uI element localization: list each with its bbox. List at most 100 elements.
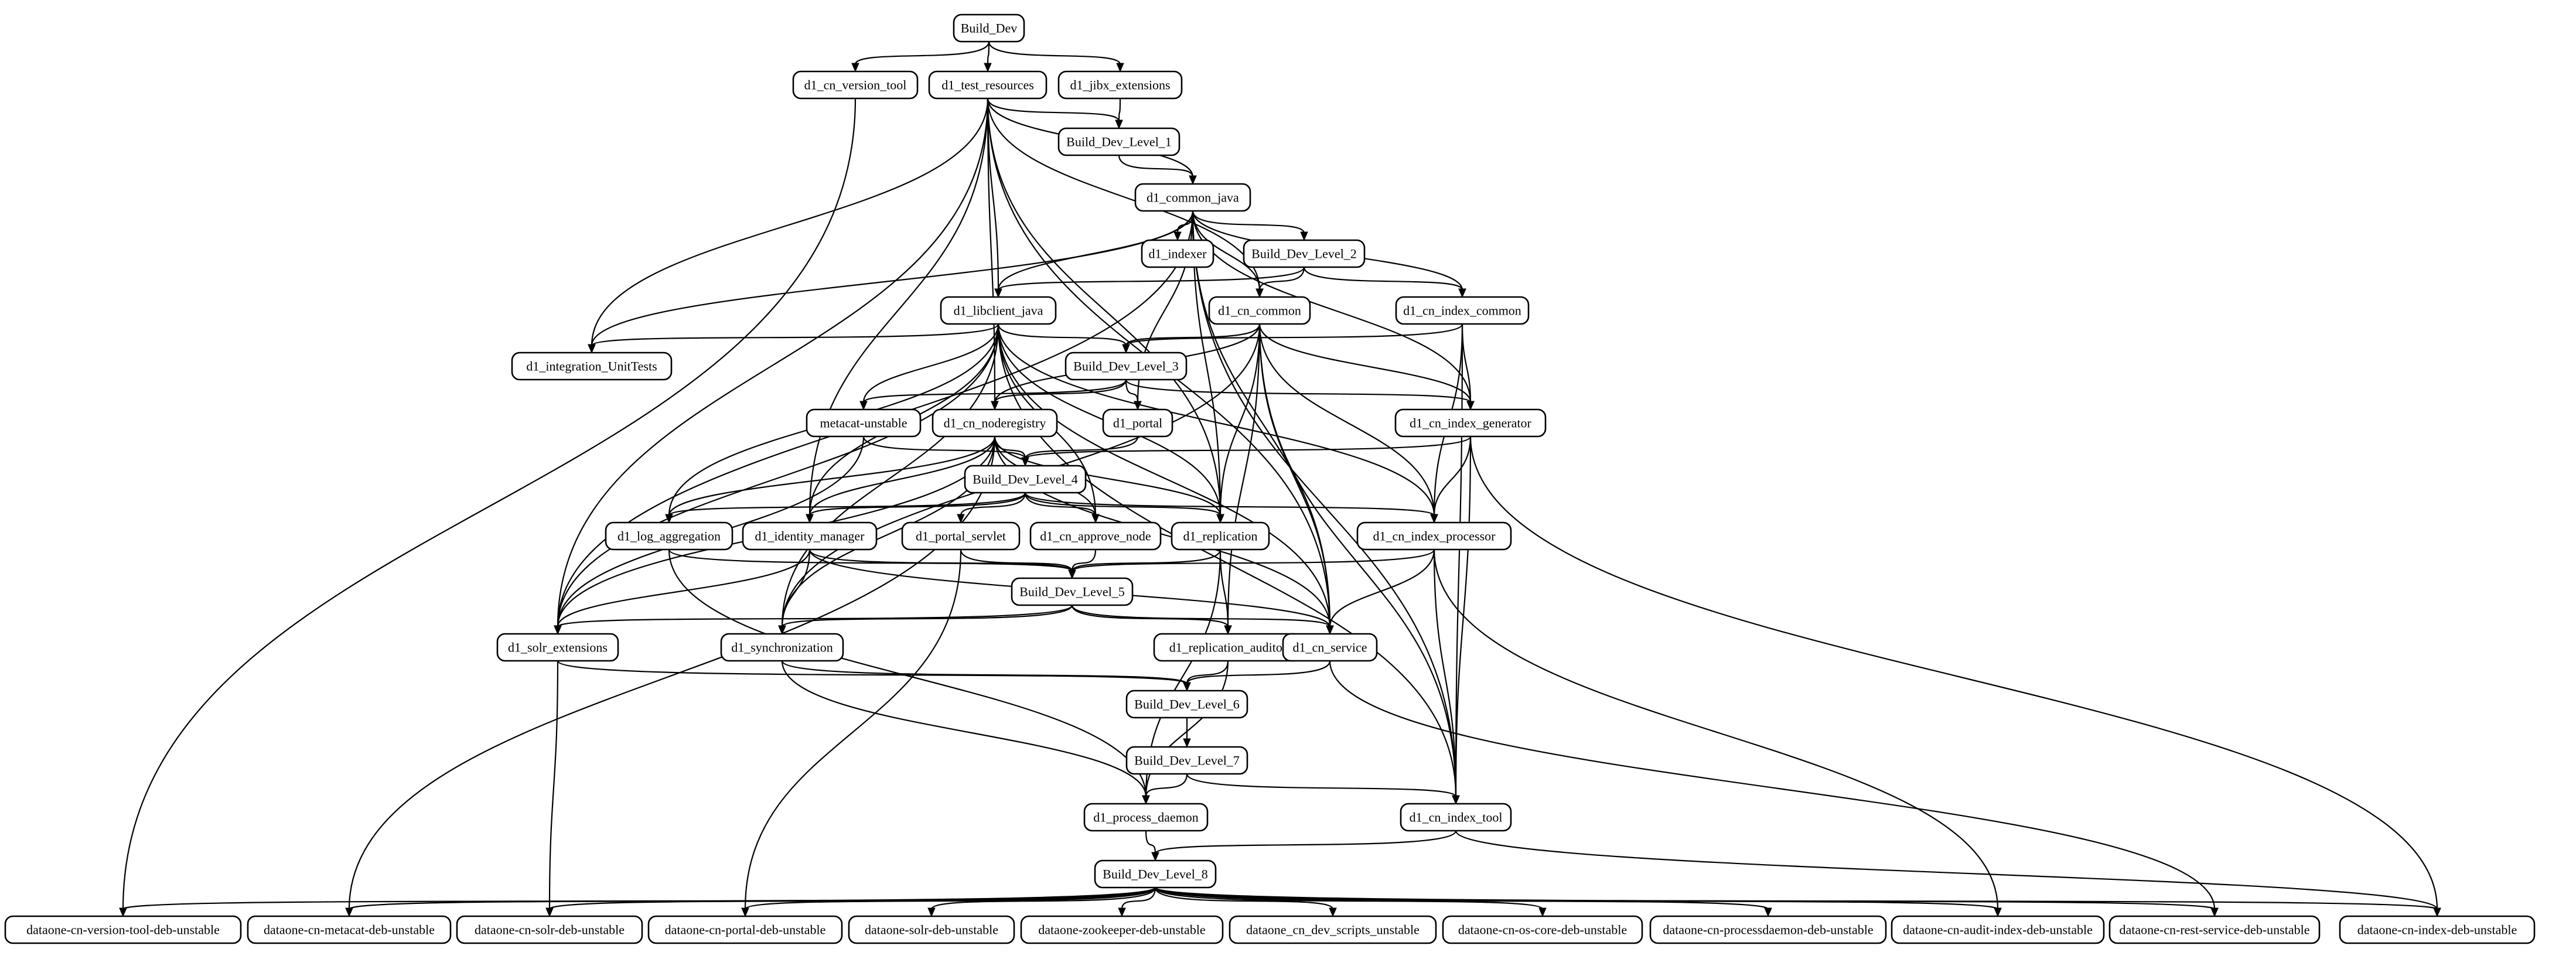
node-label: d1_portal [1113, 416, 1162, 431]
edge-line [668, 549, 1147, 797]
node-label: dataone-cn-portal-deb-unstable [665, 923, 826, 937]
edge-line [1071, 549, 1097, 572]
edge-arrowhead [1326, 625, 1334, 635]
edge-arrowhead [806, 514, 814, 524]
edge-arrowhead [1068, 569, 1076, 579]
node-label: d1_cn_approve_node [1040, 529, 1151, 544]
edge-line [1329, 660, 2216, 910]
node-label: Build_Dev_Level_2 [1251, 247, 1357, 261]
node-d1-cn-index-generator: d1_cn_index_generator [1394, 408, 1547, 438]
node-box [1400, 803, 1512, 832]
node-box [2339, 915, 2536, 944]
node-label: metacat-unstable [820, 416, 907, 431]
node-box [247, 915, 452, 944]
edge-line [808, 549, 1073, 572]
edge-line [1071, 549, 1435, 572]
edge-line [781, 660, 1188, 685]
edge-build_dev_level_2-to-d1_cn_index_common [1303, 267, 1466, 298]
node-build-dev-level-3: Build_Dev_Level_3 [1064, 351, 1188, 381]
edge-line [1329, 549, 1435, 627]
node-label: d1_cn_version_tool [804, 78, 907, 93]
edge-line [862, 436, 1026, 459]
node-box [1125, 690, 1248, 719]
edge-line [1024, 436, 1139, 459]
node-d1-process-daemon: d1_process_daemon [1083, 803, 1209, 832]
edge-arrowhead [1116, 63, 1124, 73]
node-deb-os-core: dataone-cn-os-core-deb-unstable [1442, 915, 1643, 944]
edge-arrowhead [1538, 907, 1547, 917]
edge-line [1071, 605, 1331, 627]
node-d1-identity-manager: d1_identity_manager [742, 521, 878, 551]
edge-build_dev_level_8-to-deb_portal [741, 887, 1156, 917]
edge-build_dev_level_8-to-deb_dev_scripts [1154, 887, 1337, 917]
node-box [1282, 633, 1378, 662]
edge-line [1219, 323, 1261, 516]
node-metacat-unstable: metacat-unstable [806, 408, 922, 438]
node-d1-log-aggregation: d1_log_aggregation [605, 521, 733, 551]
edge-d1_libclient_java-to-d1_integration_unittests [588, 323, 999, 354]
node-d1-cn-approve-node: d1_cn_approve_node [1029, 521, 1162, 551]
edge-build_dev_level_4-to-d1_log_aggregation [665, 492, 1026, 524]
node-box [605, 521, 733, 551]
node-box [1243, 239, 1366, 268]
edge-build_dev-to-d1_cn_version_tool [851, 41, 990, 73]
edge-line [1024, 492, 1435, 517]
node-box [932, 408, 1058, 438]
node-label: Build_Dev_Level_5 [1019, 585, 1125, 599]
node-box [1020, 915, 1224, 944]
edge-build_dev-to-d1_jibx_extensions [988, 41, 1124, 73]
edge-arrowhead [1189, 175, 1197, 185]
node-d1-indexer: d1_indexer [1141, 239, 1214, 268]
node-d1-solr-extensions: d1_solr_extensions [496, 633, 619, 662]
node-label: d1_jibx_extensions [1070, 78, 1170, 93]
edge-line [122, 98, 857, 910]
edge-build_dev_level_4-to-d1_cn_approve_node [1024, 492, 1100, 524]
edge-line [781, 323, 999, 627]
edge-line [1154, 887, 1769, 910]
edge-arrowhead [957, 514, 965, 524]
edge-arrowhead [2433, 907, 2441, 917]
node-label: d1_replication_auditor [1169, 640, 1287, 655]
node-box [848, 915, 1015, 944]
edge-arrowhead [1224, 625, 1232, 635]
node-label: d1_process_daemon [1093, 810, 1199, 825]
edge-d1_cn_index_processor-to-build_dev_level_5 [1068, 549, 1435, 579]
edge-line [1433, 436, 1472, 516]
edge-line [997, 323, 1127, 346]
node-label: Build_Dev_Level_4 [973, 472, 1078, 487]
edge-line [591, 210, 1194, 346]
edge-arrowhead [991, 401, 999, 411]
edge-arrowhead [1122, 344, 1130, 354]
edge-line [1469, 436, 2438, 910]
edge-arrowhead [1452, 795, 1460, 805]
edge-line [781, 549, 811, 627]
edge-line [1125, 379, 1139, 403]
node-deb-index: dataone-cn-index-deb-unstable [2339, 915, 2536, 944]
edge-line [1258, 323, 1435, 516]
edge-line [997, 267, 1305, 291]
edge-line [862, 379, 1127, 403]
node-box [940, 296, 1057, 325]
node-label: d1_cn_index_generator [1410, 416, 1531, 431]
node-box [1094, 859, 1217, 889]
node-d1-integration-unittests: d1_integration_UnitTests [511, 351, 673, 381]
node-deb-version-tool: dataone-cn-version-tool-deb-unstable [4, 915, 242, 944]
edge-d1_solr_extensions-to-deb_solr [545, 660, 559, 917]
edge-line [1071, 549, 1222, 572]
node-label: dataone-cn-version-tool-deb-unstable [26, 923, 220, 937]
edge-build_dev_level_2-to-d1_libclient_java [994, 267, 1305, 298]
node-box [1394, 408, 1547, 438]
edge-arrowhead [1151, 852, 1159, 862]
edge-arrowhead [1115, 120, 1123, 129]
edge-arrowhead [1458, 288, 1466, 298]
node-box [1356, 521, 1512, 551]
edge-arrowhead [1183, 682, 1191, 692]
edge-line [997, 323, 1435, 516]
edge-line [1024, 436, 1472, 460]
node-label: Build_Dev_Level_8 [1103, 867, 1208, 882]
node-box [1649, 915, 1887, 944]
edge-build_dev_level_3-to-d1_cn_index_generator [1125, 379, 1475, 411]
node-label: dataone-cn-os-core-deb-unstable [1458, 923, 1627, 937]
edge-line [1125, 323, 1261, 346]
